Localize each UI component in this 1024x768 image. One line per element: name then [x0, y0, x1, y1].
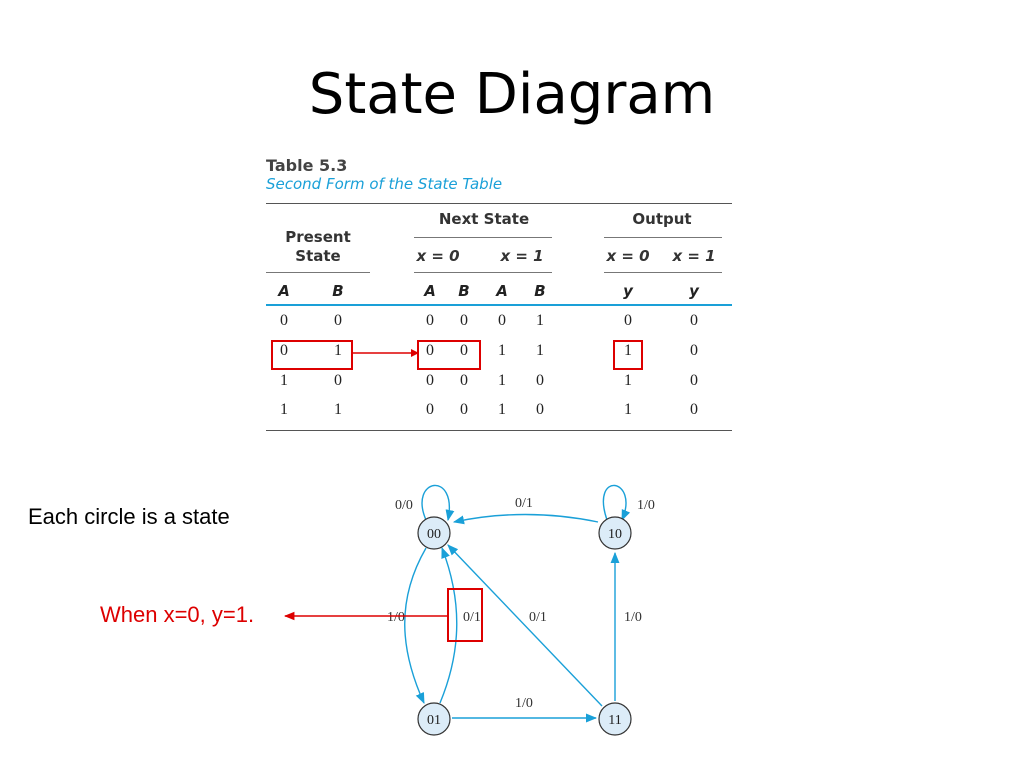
state-node-00: 00 — [417, 516, 451, 550]
table-cell: 0 — [498, 312, 506, 329]
table-cell: 0 — [460, 342, 468, 359]
table-cell: 0 — [690, 342, 698, 359]
table-cell: 1 — [280, 372, 288, 389]
var-header-6: y — [623, 282, 633, 300]
label-00-to-01: 1/0 — [387, 610, 405, 625]
state-label-11: 11 — [608, 713, 621, 728]
table-cell: 0 — [426, 401, 434, 418]
state-node-11: 11 — [598, 702, 632, 736]
var-header-1: B — [332, 282, 344, 300]
present-rule — [266, 272, 370, 273]
highlight-output — [613, 340, 643, 370]
table-cell: 0 — [460, 401, 468, 418]
table-caption: Second Form of the State Table — [266, 175, 503, 193]
state-table-grid: Present State Next State Output x = 0 x … — [266, 200, 734, 440]
table-cell: 0 — [690, 401, 698, 418]
label-11-to-10: 1/0 — [624, 610, 642, 625]
next-state-rule — [414, 237, 552, 238]
var-header-0: A — [278, 282, 290, 300]
edge-01-to-00 — [439, 546, 458, 704]
sub-output-x1: x = 1 — [672, 247, 716, 265]
var-header-4: A — [496, 282, 508, 300]
callout-text: When x=0, y=1. — [100, 602, 255, 627]
table-top-rule — [266, 203, 732, 204]
table-cell: 0 — [690, 372, 698, 389]
table-cell: 0 — [334, 372, 342, 389]
highlight-diagram-label — [447, 588, 483, 642]
table-cell: 1 — [624, 401, 632, 418]
table-cell: 0 — [334, 312, 342, 329]
header-next-state: Next State — [438, 210, 530, 228]
label-11-to-00: 0/1 — [529, 610, 547, 625]
table-cell: 0 — [690, 312, 698, 329]
edge-loop-10 — [602, 484, 631, 522]
slide-title: State Diagram — [308, 62, 716, 127]
label-loop-10: 1/0 — [637, 498, 655, 513]
table-cell: 1 — [334, 401, 342, 418]
table-cell: 1 — [536, 342, 544, 359]
state-label-00: 00 — [427, 527, 441, 542]
table-cell: 0 — [536, 401, 544, 418]
table-cell: 1 — [334, 342, 342, 359]
header-body-rule — [266, 304, 732, 306]
highlight-present-state — [271, 340, 353, 370]
var-header-5: B — [534, 282, 546, 300]
table-cell: 1 — [498, 342, 506, 359]
table-cell: 1 — [624, 372, 632, 389]
table-cell: 0 — [426, 342, 434, 359]
table-cell: 0 — [624, 312, 632, 329]
edge-00-to-01 — [404, 547, 427, 705]
sub-next-rule — [414, 272, 552, 273]
table-cell: 0 — [460, 372, 468, 389]
state-table: Table 5.3 Second Form of the State Table — [266, 156, 734, 194]
state-node-10: 10 — [598, 516, 632, 550]
label-01-to-00: 0/1 — [463, 610, 481, 625]
label-loop-00: 0/0 — [395, 498, 413, 513]
table-cell: 1 — [498, 372, 506, 389]
var-header-3: B — [458, 282, 470, 300]
label-01-to-11: 1/0 — [515, 696, 533, 711]
state-label-01: 01 — [427, 713, 441, 728]
edge-loop-00 — [421, 484, 455, 522]
table-cell: 0 — [460, 312, 468, 329]
table-cell: 0 — [536, 372, 544, 389]
table-cell: 1 — [536, 312, 544, 329]
highlight-arrow — [351, 349, 419, 357]
header-present-2: State — [295, 247, 341, 265]
state-node-01: 01 — [417, 702, 451, 736]
label-10-to-00: 0/1 — [515, 496, 533, 511]
sub-next-x0: x = 0 — [416, 247, 460, 265]
table-cell: 0 — [426, 372, 434, 389]
edge-10-to-00 — [452, 513, 599, 525]
sub-output-rule — [604, 272, 722, 273]
table-cell: 0 — [280, 342, 288, 359]
sub-output-x0: x = 0 — [606, 247, 650, 265]
highlight-next-state — [417, 340, 481, 370]
table-cell: 1 — [280, 401, 288, 418]
header-output: Output — [632, 210, 692, 228]
output-rule — [604, 237, 722, 238]
table-bottom-rule — [266, 430, 732, 431]
edge-11-to-00 — [447, 544, 603, 707]
table-cell: 0 — [426, 312, 434, 329]
table-cell: 1 — [498, 401, 506, 418]
var-header-7: y — [689, 282, 699, 300]
table-number: Table 5.3 — [266, 156, 348, 175]
state-note: Each circle is a state — [28, 504, 230, 529]
table-cell: 0 — [280, 312, 288, 329]
header-present-1: Present — [285, 228, 351, 246]
sub-next-x1: x = 1 — [500, 247, 544, 265]
var-header-2: A — [424, 282, 436, 300]
table-cell: 1 — [624, 342, 632, 359]
state-label-10: 10 — [608, 527, 622, 542]
